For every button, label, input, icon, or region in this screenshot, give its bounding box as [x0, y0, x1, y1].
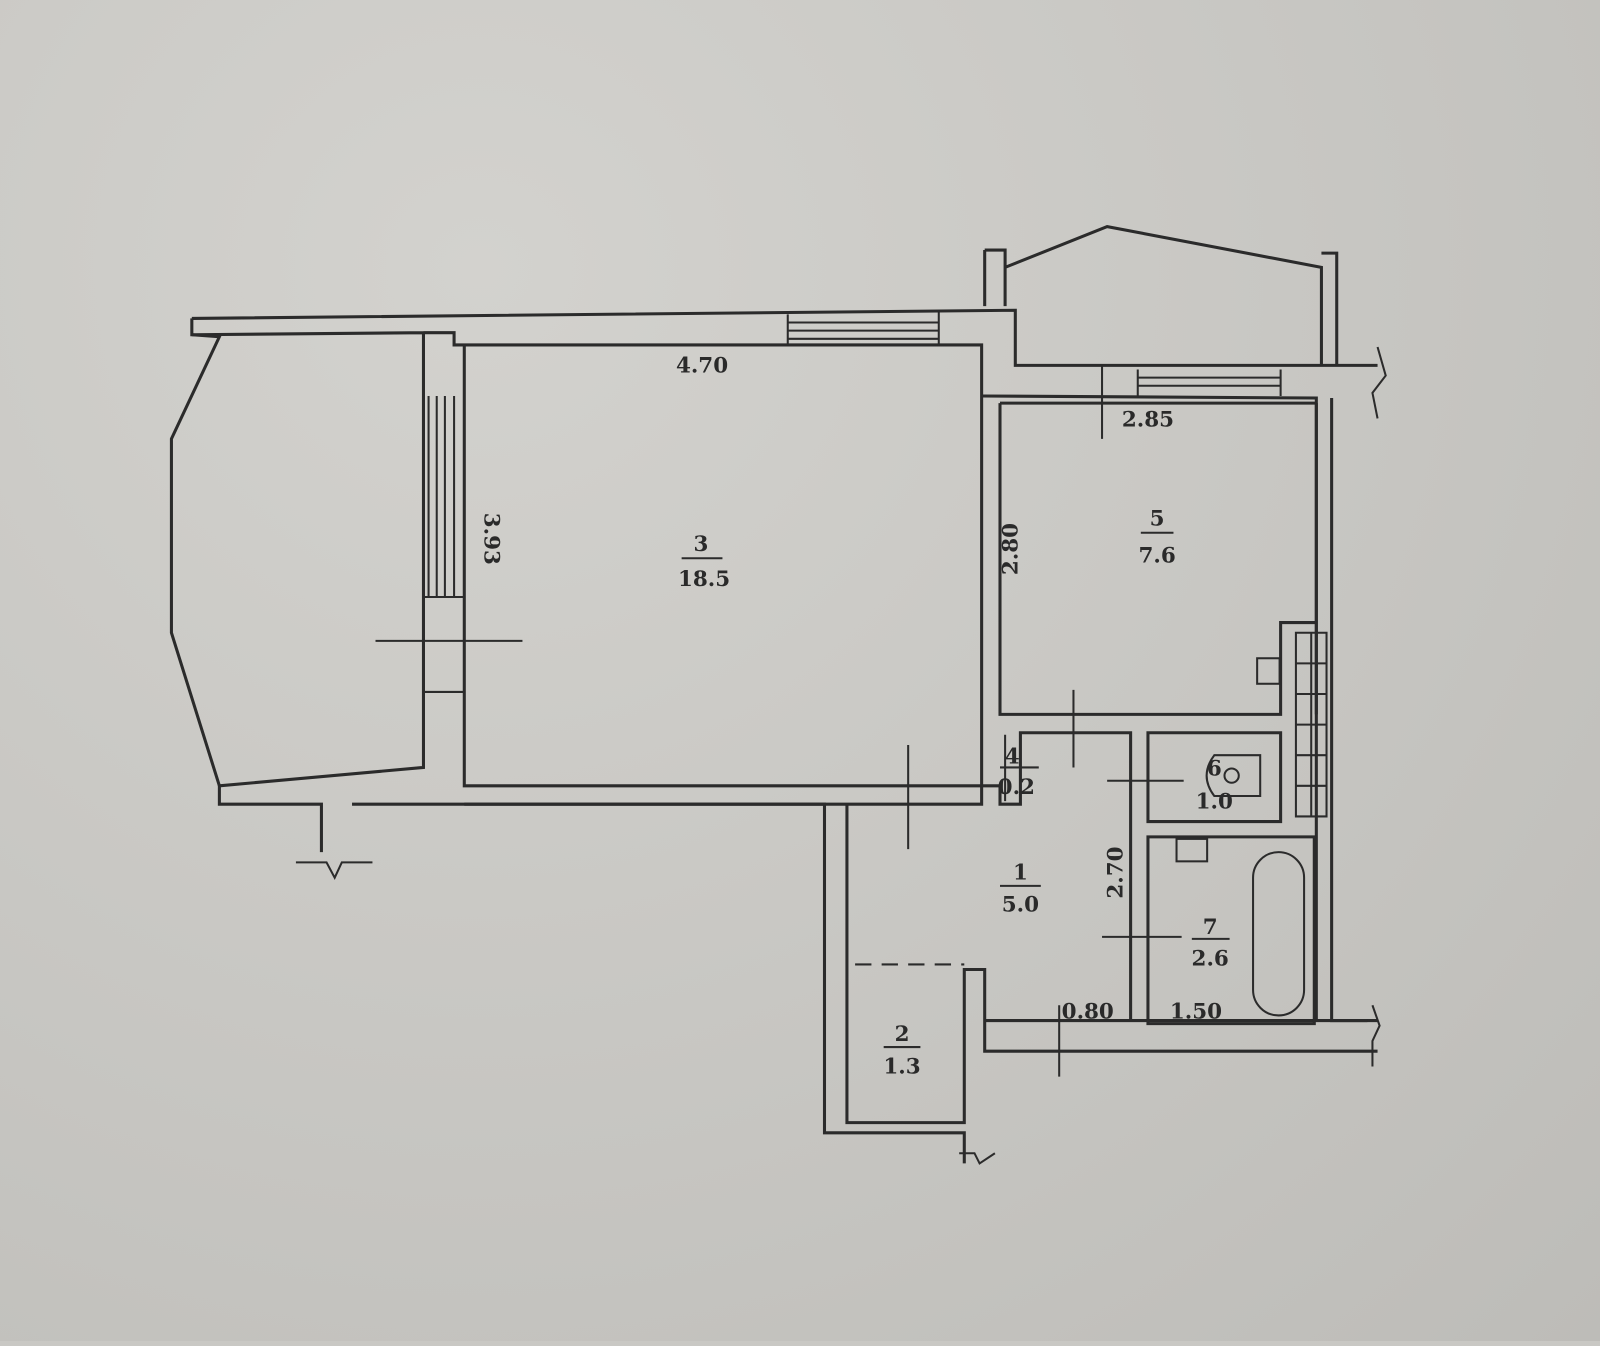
dimension-hall-door: 0.80	[1062, 1000, 1114, 1025]
room-area: 7.6	[1139, 543, 1176, 568]
toilet-icon	[1205, 754, 1262, 798]
windows	[423, 312, 1328, 818]
room-4: 4 0.2	[998, 744, 1035, 800]
room-3: 3 18.5	[678, 532, 730, 592]
stove-icon	[1256, 657, 1281, 685]
room-area: 0.2	[998, 775, 1035, 800]
dimension-room3-depth: 3.93	[479, 513, 504, 565]
dimension-bath-width: 1.50	[1170, 1000, 1222, 1025]
room-7: 7 2.6	[1192, 915, 1230, 971]
room-number: 6	[1207, 757, 1222, 782]
room-area: 5.0	[1002, 892, 1039, 917]
dimension-room5-width: 2.85	[1122, 408, 1174, 433]
room-number: 7	[1203, 915, 1218, 940]
room-6: 6 1.0	[1196, 757, 1233, 815]
walls	[169, 224, 1378, 1164]
sink-icon	[1175, 837, 1209, 863]
room-area: 18.5	[678, 567, 730, 592]
room-number: 3	[694, 532, 709, 557]
room-number: 4	[1005, 744, 1020, 769]
room-number: 2	[895, 1022, 910, 1047]
fixtures	[1175, 657, 1306, 1017]
room-5: 5 7.6	[1139, 507, 1176, 569]
room-area: 1.3	[883, 1055, 920, 1080]
room-1: 1 5.0	[1000, 861, 1041, 917]
dimension-hall-depth: 2.70	[1103, 846, 1128, 898]
room-number: 1	[1013, 861, 1028, 886]
dimension-marks	[295, 346, 1387, 1165]
room-number: 5	[1150, 507, 1165, 532]
room-area: 1.0	[1196, 789, 1233, 814]
room-2: 2 1.3	[883, 1022, 920, 1080]
dimension-room5-depth: 2.80	[998, 523, 1023, 575]
room-area: 2.6	[1192, 946, 1229, 971]
bathtub-icon	[1252, 851, 1306, 1017]
dimension-room3-width: 4.70	[676, 353, 728, 378]
